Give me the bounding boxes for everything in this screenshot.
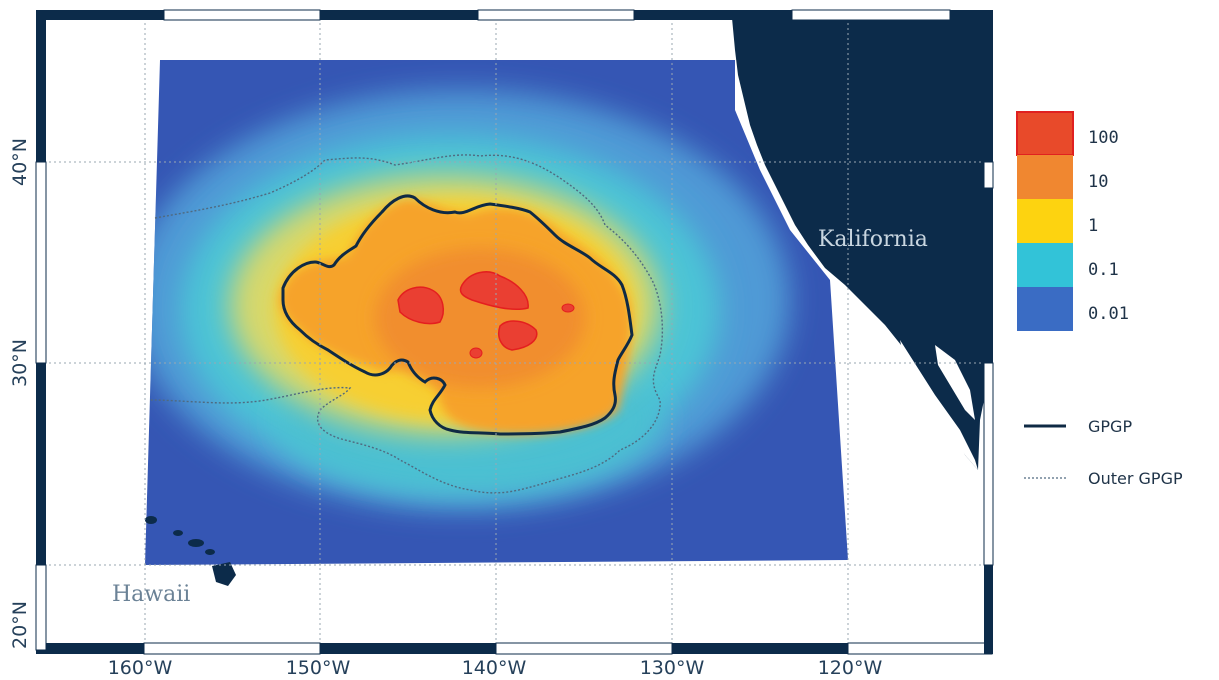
legend-color-scale: 100 10 1 0.1 0.01 [1016,111,1129,331]
legend-label-10: 10 [1088,172,1108,192]
lon-label-130w: 130°W [640,657,705,679]
legend-label-1: 1 [1088,216,1098,236]
hotspot-south [498,320,538,351]
gulf-of-california [935,345,975,420]
inner-orange [375,248,585,388]
legend-label-outer-gpgp: Outer GPGP [1088,469,1183,488]
legend-swatch-1 [1017,199,1073,243]
lon-label-160w: 160°W [108,657,173,679]
graticule [44,18,988,648]
hotspot-small [469,347,483,359]
legend-swatch-0-01 [1017,287,1073,331]
lat-label-30n: 30°N [9,339,31,387]
lon-label-120w: 120°W [818,657,883,679]
lon-label-140w: 140°W [462,657,527,679]
legend-label-gpgp: GPGP [1088,417,1132,436]
lat-label-40n: 40°N [9,138,31,186]
legend-lines: GPGP Outer GPGP [1024,417,1183,488]
legend-label-0-01: 0.01 [1088,304,1129,324]
legend-label-100: 100 [1088,128,1119,148]
outer-gpgp-boundary [149,154,664,494]
legend-swatch-100 [1016,111,1074,156]
place-label-hawaii: Hawaii [112,582,190,607]
hotspot-west [397,286,445,325]
lat-label-20n: 20°N [9,601,31,649]
hawaii-islands [145,516,236,586]
lon-label-150w: 150°W [286,657,351,679]
north-america-land [732,18,988,470]
legend-label-0-1: 0.1 [1088,260,1119,280]
density-field [145,60,848,565]
legend-swatch-0-1 [1017,243,1073,287]
hotspot-east [561,303,575,313]
map-frame [35,9,994,655]
hotspot-center [459,271,529,311]
gpgp-boundary [281,194,634,436]
place-label-kalifornia: Kalifornia [818,227,928,252]
legend-swatch-10 [1017,155,1073,199]
baja-peninsula-gap [900,340,978,470]
